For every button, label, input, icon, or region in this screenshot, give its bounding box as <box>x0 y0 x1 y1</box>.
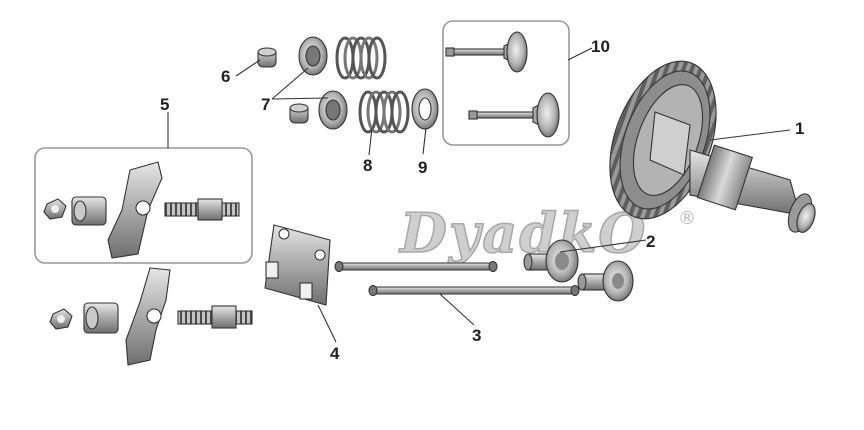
rocker-assembly-lower <box>49 267 253 366</box>
leader-lines <box>167 47 791 343</box>
guide-plate-part <box>264 224 331 306</box>
valve-stem-seal-part <box>257 47 309 124</box>
callout-8: 8 <box>363 156 372 175</box>
callout-6: 6 <box>221 67 230 86</box>
callout-4: 4 <box>330 344 340 363</box>
callout-1: 1 <box>795 119 804 138</box>
tappet-part <box>523 239 634 302</box>
callout-7: 7 <box>261 95 270 114</box>
rocker-group-box <box>34 147 253 264</box>
rocker-assembly-boxed <box>43 161 240 259</box>
registered-mark: ® <box>678 208 696 229</box>
retainer-part <box>298 36 348 130</box>
spring-washer-part <box>411 88 439 130</box>
watermark-text: DyadkO <box>398 201 647 265</box>
callout-5: 5 <box>160 95 169 114</box>
valves-part <box>445 31 560 138</box>
valve-group-box <box>442 20 570 146</box>
callout-10: 10 <box>591 37 610 56</box>
push-rod-part <box>334 260 580 297</box>
callout-3: 3 <box>472 326 481 345</box>
callout-9: 9 <box>418 158 427 177</box>
callout-2: 2 <box>646 232 655 251</box>
camshaft-gear-part <box>609 60 816 233</box>
valve-spring-part <box>335 36 410 134</box>
